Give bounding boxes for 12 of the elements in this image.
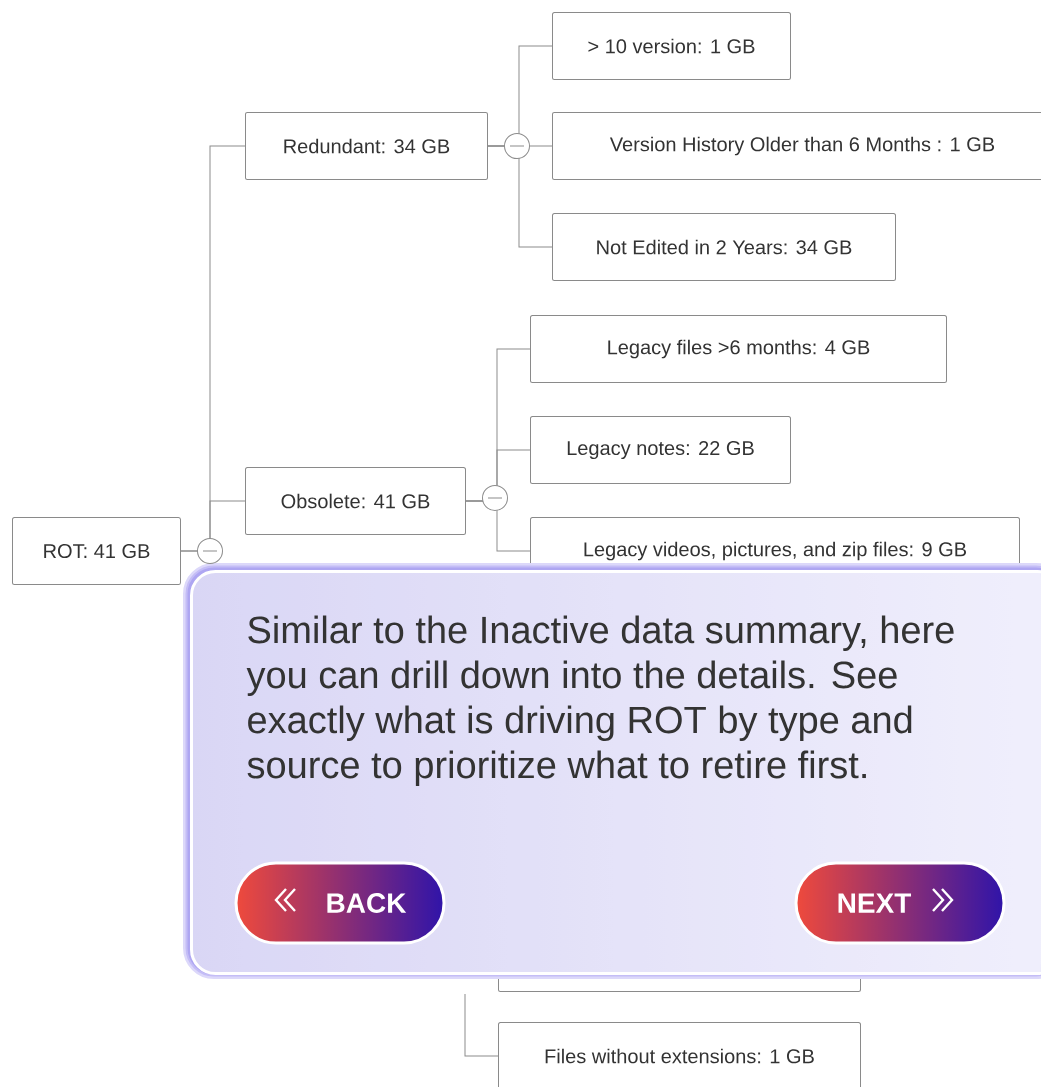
tree-box: Files without extensions: 1 GB [498,1022,861,1087]
tree-box: Redundant: 34 GB [245,112,488,180]
tree-box: > 10 version: 1 GB [552,12,791,80]
tree-box: Obsolete: 41 GB [245,467,466,535]
tree-box: ROT: 41 GB [12,517,181,585]
next-button: NEXT [794,861,1006,945]
back-button: BACK [234,861,446,945]
tree-box: Legacy notes: 22 GB [530,416,791,484]
tree-box: Legacy files >6 months: 4 GB [530,315,947,383]
tree-box: Not Edited in 2 Years: 34 GB [552,213,896,281]
connector-line [464,993,499,1057]
tree-box: Version History Older than 6 Months : 1 GB [552,112,1041,180]
